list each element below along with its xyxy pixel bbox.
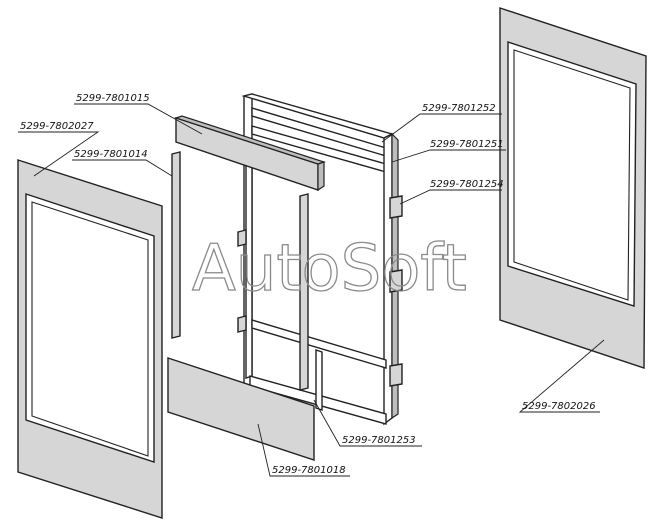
outer-panel-left: [17, 159, 163, 519]
watermark-text: AutoSoft: [192, 232, 467, 306]
door-frame: [237, 93, 403, 426]
label-5299-7802026: 5299-7802026: [522, 401, 596, 412]
leader-lines: [18, 103, 605, 477]
label-5299-7801014: 5299-7801014: [74, 149, 148, 160]
outer-panel-right: [499, 7, 647, 369]
lower-panel: [167, 357, 315, 461]
label-5299-7801015: 5299-7801015: [76, 93, 150, 104]
label-5299-7801252: 5299-7801252: [422, 103, 496, 114]
label-5299-7802027: 5299-7802027: [20, 121, 94, 132]
label-5299-7801253: 5299-7801253: [342, 435, 416, 446]
label-5299-7801251: 5299-7801251: [430, 139, 504, 150]
vertical-strips: [171, 151, 309, 391]
top-plank: [174, 115, 326, 192]
label-5299-7801018: 5299-7801018: [272, 465, 346, 476]
label-5299-7801254: 5299-7801254: [430, 179, 504, 190]
